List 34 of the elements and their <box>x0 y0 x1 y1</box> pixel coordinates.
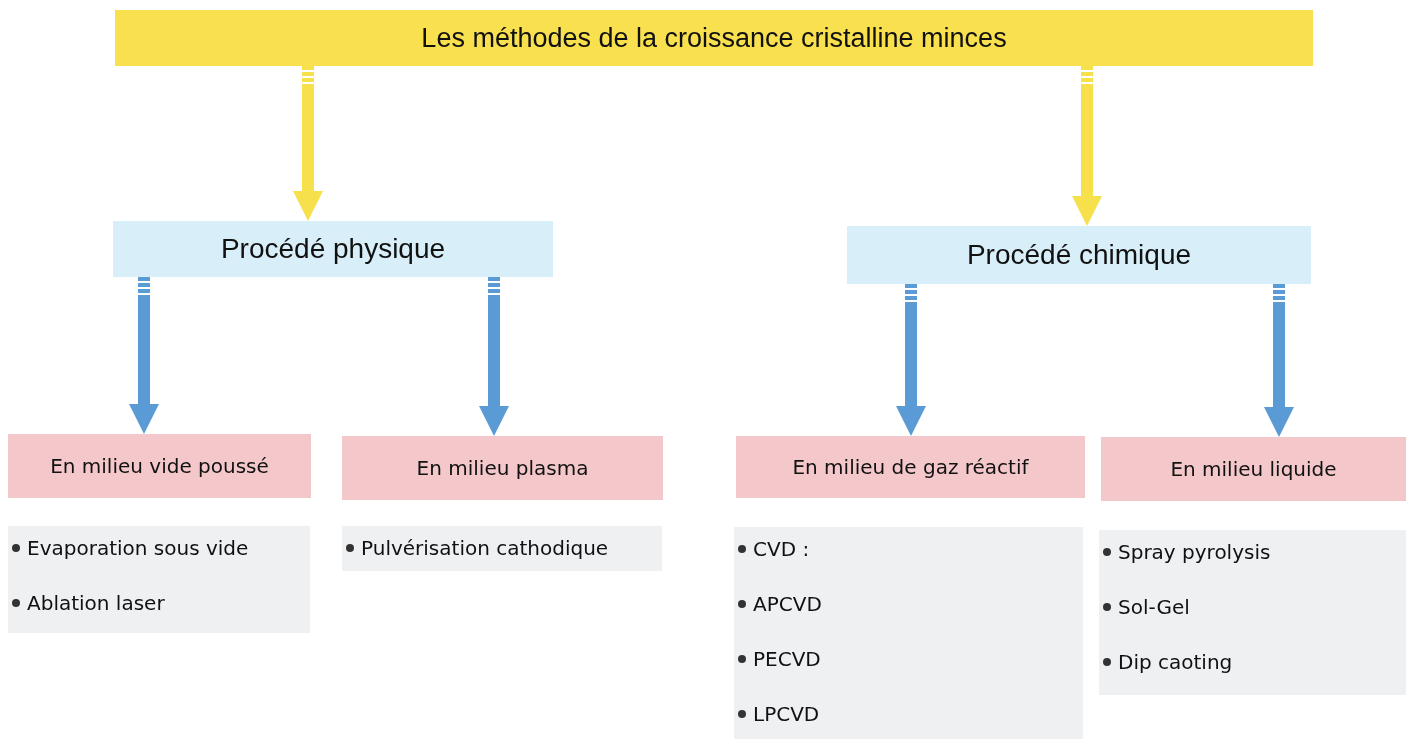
box-label: En milieu liquide <box>1170 457 1337 481</box>
block-arrow <box>896 284 926 436</box>
list-item-text: Evaporation sous vide <box>27 535 249 560</box>
list-item-text: Pulvérisation cathodique <box>361 535 609 560</box>
list-item-text: CVD : <box>753 536 810 561</box>
title-banner <box>115 10 1313 66</box>
list-item-text: Dip caoting <box>1118 649 1233 674</box>
block-arrow <box>1072 66 1102 226</box>
subcategory-box <box>1101 437 1406 501</box>
list-item-text: APCVD <box>753 591 822 616</box>
box-label: Procédé chimique <box>966 239 1192 271</box>
box-label: Procédé physique <box>220 233 446 265</box>
subcategory-box <box>8 434 311 498</box>
box-label: En milieu vide poussé <box>50 454 269 478</box>
box-label: En milieu plasma <box>416 456 589 480</box>
method-list-panel <box>342 526 662 571</box>
category-box <box>847 226 1311 284</box>
list-item-text: PECVD <box>753 646 821 671</box>
list-item-text: Ablation laser <box>27 590 165 615</box>
box-label: En milieu de gaz réactif <box>792 455 1029 479</box>
method-list-panel <box>8 526 310 633</box>
block-arrow <box>129 277 159 434</box>
block-arrow <box>1264 284 1294 437</box>
list-item-text: LPCVD <box>753 701 820 726</box>
list-item-text: Sol-Gel <box>1118 594 1190 619</box>
subcategory-box <box>736 436 1085 498</box>
method-list-panel <box>734 527 1083 739</box>
block-arrow <box>479 277 509 436</box>
subcategory-box <box>342 436 663 500</box>
block-arrow <box>293 66 323 221</box>
category-box <box>113 221 553 277</box>
list-item-text: Spray pyrolysis <box>1118 539 1271 564</box>
method-list-panel <box>1099 530 1406 695</box>
title-text: Les méthodes de la croissance cristalline minces <box>421 22 1007 54</box>
